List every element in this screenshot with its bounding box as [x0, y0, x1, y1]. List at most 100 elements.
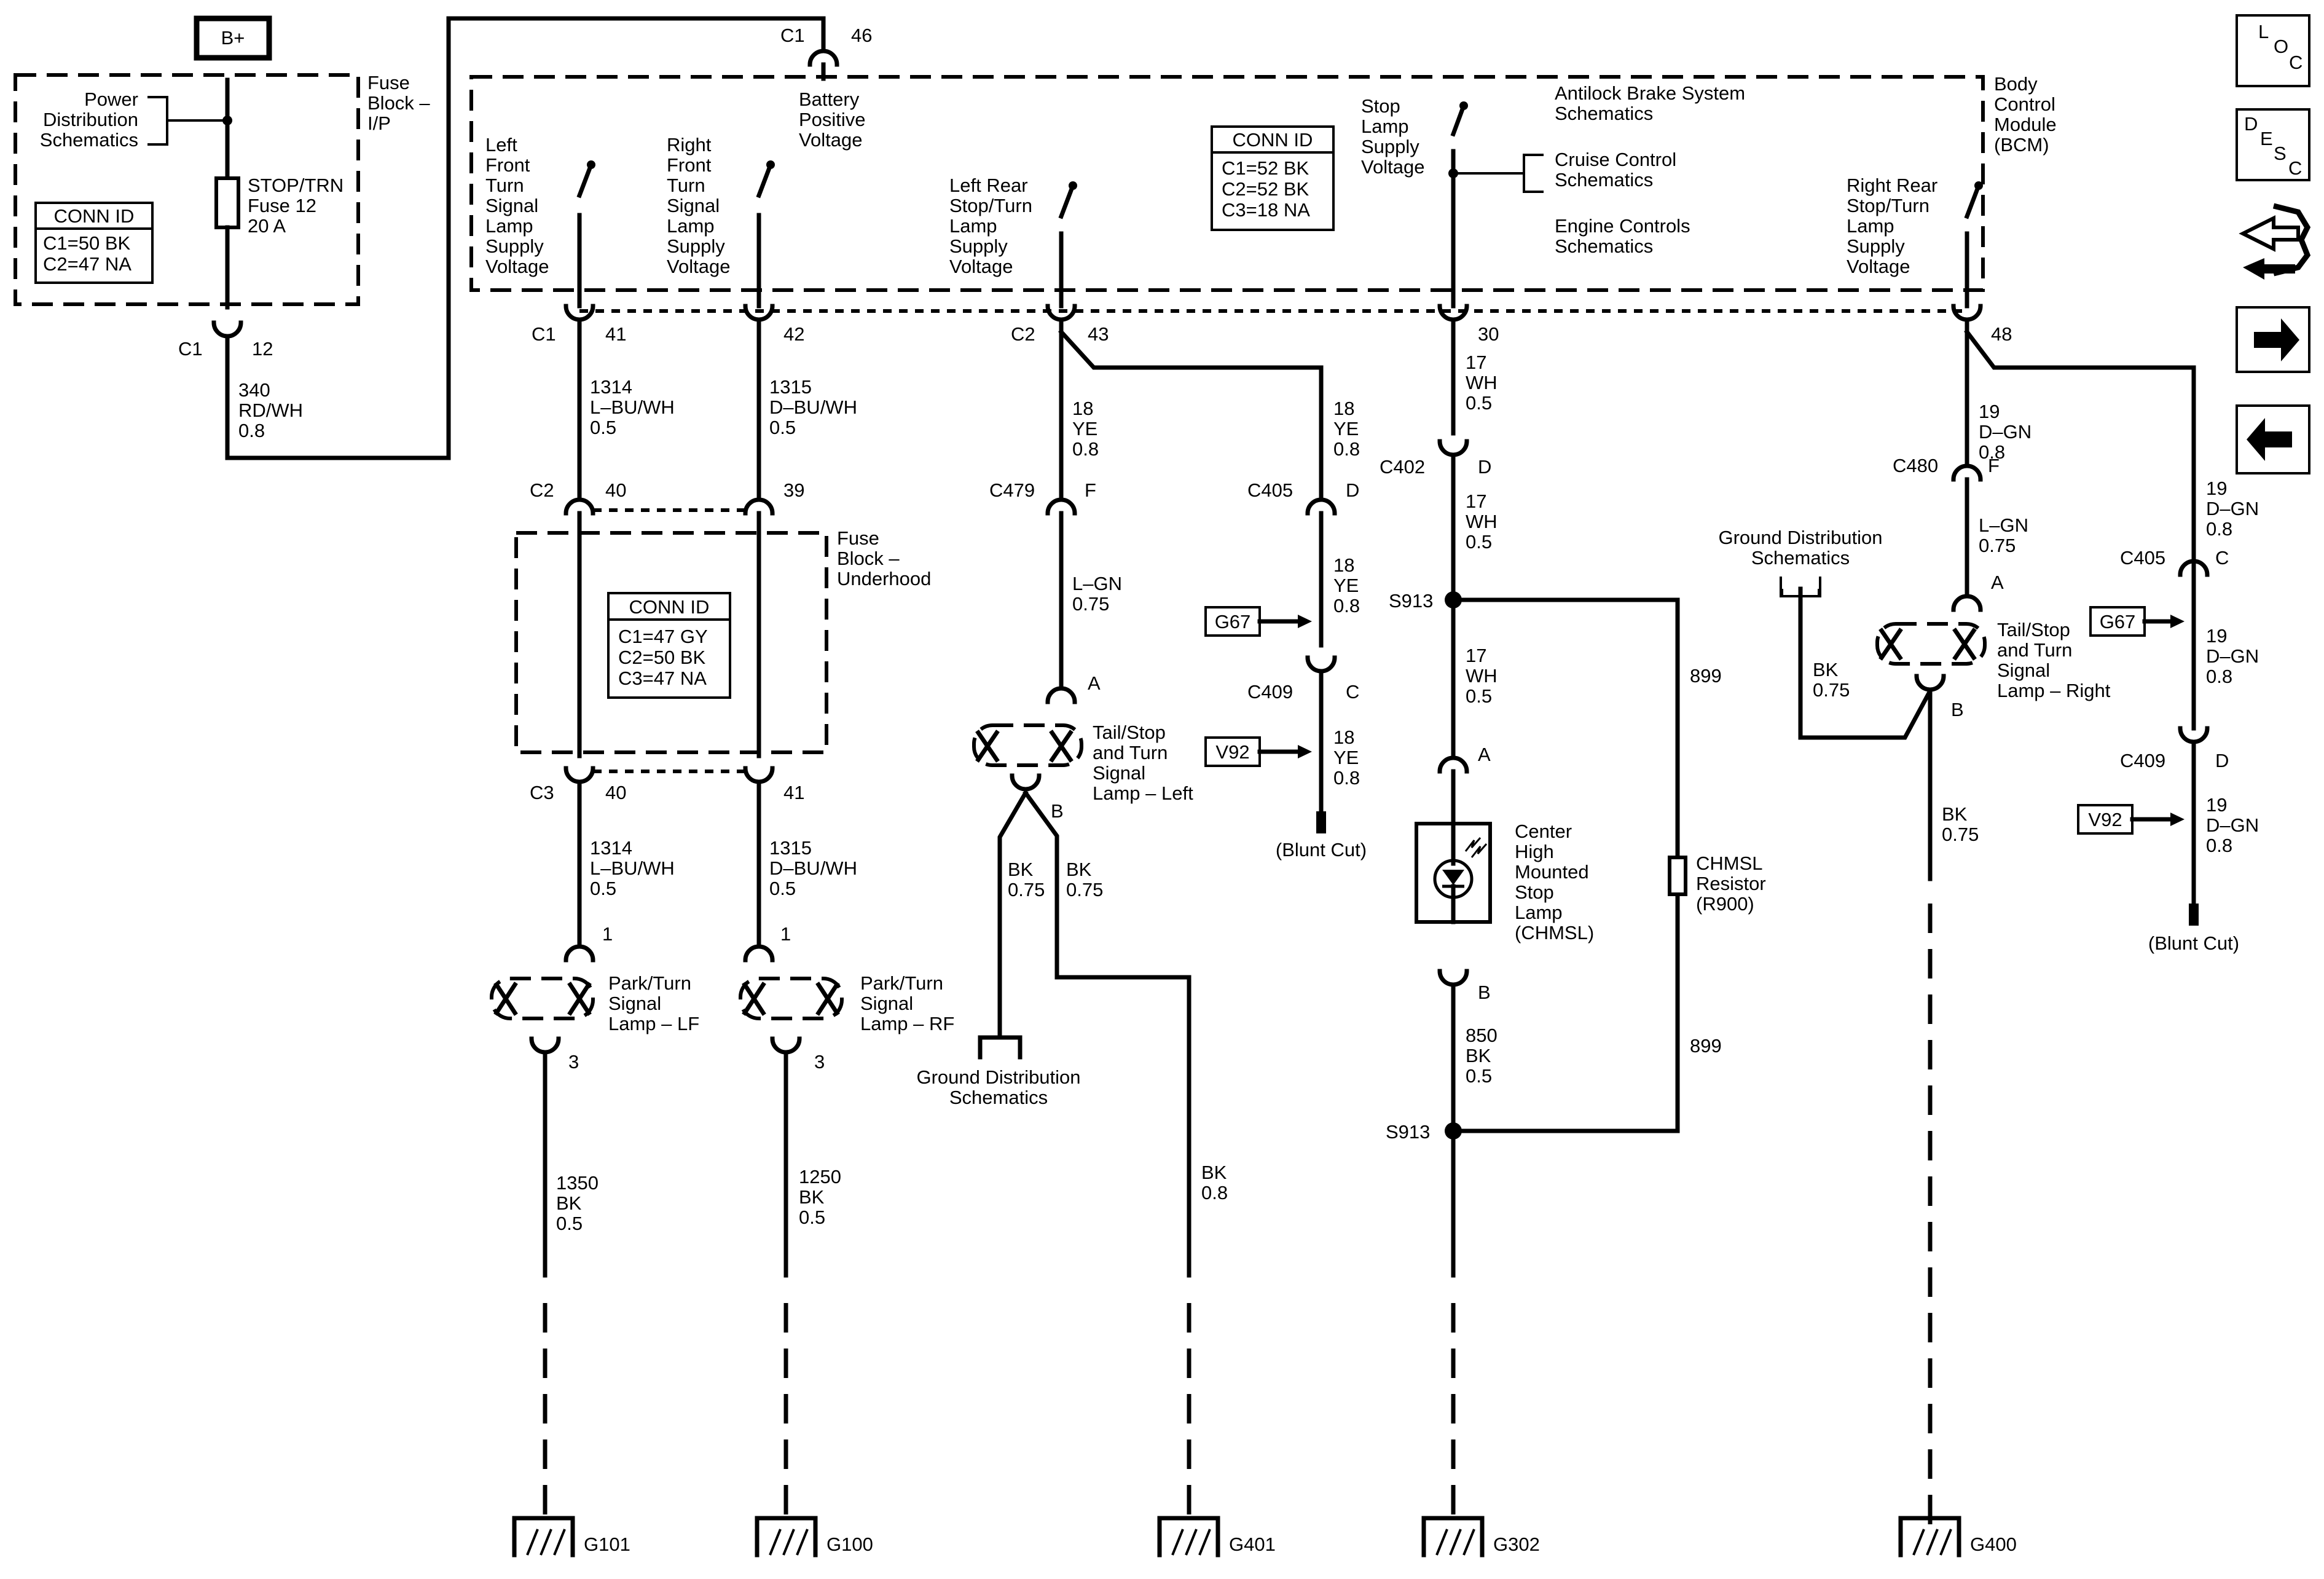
svg-text:Fuse: Fuse [367, 72, 410, 93]
svg-text:1: 1 [602, 923, 613, 945]
wire-1250: 1250 BK 0.5 [799, 1166, 841, 1228]
connector-repair-button[interactable] [2239, 203, 2311, 280]
svg-text:L–BU/WH: L–BU/WH [590, 857, 675, 879]
svg-text:High: High [1515, 841, 1554, 862]
rf-supply-label: Right Front Turn Signal Lamp Supply Volt… [667, 134, 730, 277]
svg-text:D–BU/WH: D–BU/WH [769, 857, 857, 879]
ground-g400: G400 [1898, 1516, 2017, 1557]
fuse-block-ip-outline [14, 73, 360, 306]
wire-18-ye-a: 18 YE 0.8 [1072, 398, 1099, 460]
svg-text:0.5: 0.5 [799, 1207, 825, 1228]
svg-text:Battery: Battery [799, 89, 860, 110]
svg-text:WH: WH [1466, 665, 1498, 687]
svg-text:Park/Turn: Park/Turn [608, 972, 691, 994]
fuse-block-underhood-outline [514, 531, 828, 754]
stop-supply-label: Stop Lamp Supply Voltage [1361, 95, 1424, 178]
svg-text:S913: S913 [1389, 590, 1433, 612]
svg-text:40: 40 [605, 479, 626, 501]
svg-text:L–GN: L–GN [1072, 573, 1122, 594]
svg-text:STOP/TRN: STOP/TRN [248, 175, 343, 196]
svg-text:Signal: Signal [1997, 660, 2050, 681]
svg-text:C2=47 NA: C2=47 NA [43, 253, 132, 275]
connector-c402 [1437, 439, 1469, 457]
svg-text:Voltage: Voltage [1361, 156, 1424, 178]
svg-text:Supply: Supply [1361, 136, 1419, 157]
svg-text:Lamp: Lamp [1847, 215, 1894, 237]
loc-button[interactable]: L O C [2236, 14, 2310, 87]
conn-id-ip: CONN ID C1=50 BK C2=47 NA [34, 202, 154, 284]
svg-text:Left: Left [485, 134, 517, 156]
rr-supply-label: Right Rear Stop/Turn Lamp Supply Voltage [1847, 175, 1937, 277]
wire-18-ye-d: 18 YE 0.8 [1333, 726, 1360, 789]
svg-text:0.5: 0.5 [1466, 1065, 1492, 1087]
wire-850: 850 BK 0.5 [1466, 1025, 1498, 1087]
svg-text:BK: BK [1813, 659, 1839, 680]
battery-positive-label: Battery Positive Voltage [799, 89, 866, 151]
svg-text:B: B [1051, 800, 1064, 822]
svg-text:0.5: 0.5 [769, 417, 796, 438]
wire-340: 340 RD/WH 0.8 [238, 379, 303, 441]
svg-text:Voltage: Voltage [949, 256, 1013, 277]
desc-button[interactable]: D E S C [2236, 108, 2310, 181]
svg-text:Engine Controls: Engine Controls [1555, 215, 1690, 237]
svg-text:Turn: Turn [485, 175, 524, 196]
svg-text:D–BU/WH: D–BU/WH [769, 396, 857, 418]
wire-bk-075-right-a: BK 0.75 [1813, 659, 1850, 701]
svg-text:C3=47 NA: C3=47 NA [618, 667, 707, 689]
conn-id-underhood: CONN ID C1=47 GY C2=50 BK C3=47 NA [607, 592, 731, 699]
svg-text:899: 899 [1690, 665, 1722, 687]
svg-text:0.8: 0.8 [238, 420, 265, 441]
svg-text:CHMSL: CHMSL [1696, 853, 1763, 874]
svg-text:850: 850 [1466, 1025, 1498, 1046]
svg-text:Body: Body [1994, 73, 2038, 95]
abs-ref: Antilock Brake System Schematics [1555, 82, 1745, 124]
svg-text:41: 41 [783, 782, 804, 803]
svg-text:Schematics: Schematics [1555, 235, 1653, 257]
svg-text:340: 340 [238, 379, 270, 401]
svg-text:S: S [2274, 143, 2287, 164]
svg-text:17: 17 [1466, 490, 1486, 512]
svg-text:0.75: 0.75 [1072, 593, 1109, 615]
connector-c1-46 [807, 49, 839, 67]
svg-text:19: 19 [1979, 401, 2000, 422]
svg-text:Voltage: Voltage [485, 256, 549, 277]
svg-text:Lamp: Lamp [1361, 116, 1409, 137]
blunt-cut-left [1316, 811, 1326, 833]
svg-text:C: C [2289, 52, 2302, 73]
svg-text:Center: Center [1515, 821, 1572, 842]
svg-text:17: 17 [1466, 645, 1486, 666]
svg-text:Signal: Signal [485, 195, 538, 216]
svg-text:Lamp: Lamp [667, 215, 715, 237]
svg-text:Front: Front [485, 154, 530, 176]
wire-17-wh-a: 17 WH 0.5 [1466, 352, 1498, 414]
svg-text:Supply: Supply [949, 235, 1008, 257]
svg-text:D: D [1346, 479, 1359, 501]
svg-text:BK: BK [556, 1192, 582, 1214]
next-button[interactable] [2236, 306, 2310, 373]
svg-text:D: D [2215, 750, 2229, 771]
lamp-left-bulbs [975, 730, 1074, 763]
svg-text:C1=52 BK: C1=52 BK [1222, 157, 1309, 179]
svg-text:C405: C405 [2120, 547, 2165, 569]
svg-text:30: 30 [1478, 323, 1499, 345]
svg-text:YE: YE [1333, 418, 1359, 439]
tail-stop-turn-lamp-right [1875, 622, 1987, 666]
fuse-block-ip-label: Fuse Block – I/P [367, 72, 430, 134]
fuse-label: STOP/TRN Fuse 12 20 A [248, 175, 343, 237]
svg-text:19: 19 [2206, 794, 2227, 816]
ground-g401: G401 [1157, 1516, 1276, 1557]
chmsl-resistor-label: CHMSL Resistor (R900) [1696, 853, 1766, 915]
svg-text:Lamp – RF: Lamp – RF [860, 1013, 954, 1034]
svg-text:0.8: 0.8 [1072, 438, 1099, 460]
wire-17-wh-c: 17 WH 0.5 [1466, 645, 1498, 707]
wire-19-dgn-c: 19 D–GN 0.8 [2206, 625, 2259, 687]
svg-text:D: D [1478, 456, 1491, 478]
svg-text:Fuse: Fuse [837, 527, 879, 549]
svg-text:BK: BK [799, 1186, 825, 1208]
previous-button[interactable] [2236, 404, 2310, 474]
svg-text:Tail/Stop: Tail/Stop [1997, 619, 2070, 640]
svg-text:43: 43 [1088, 323, 1109, 345]
svg-text:Park/Turn: Park/Turn [860, 972, 943, 994]
engine-ref: Engine Controls Schematics [1555, 215, 1690, 257]
option-g67-right: G67 [2089, 606, 2185, 637]
